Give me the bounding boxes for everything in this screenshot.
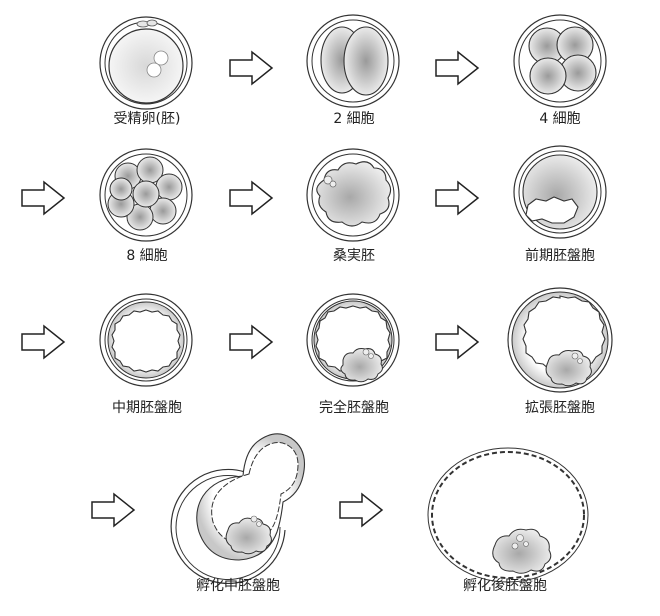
stage-label-full-blastocyst: 完全胚盤胞 <box>319 400 389 416</box>
stage-4-cell <box>513 14 607 108</box>
arrow-right-icon <box>435 180 480 216</box>
arrow-right-icon <box>339 492 384 528</box>
stage-label-fertilized-egg: 受精卵(胚) <box>113 111 181 127</box>
stage-label-mid-blastocyst: 中期胚盤胞 <box>112 400 182 416</box>
stage-2-cell <box>306 14 400 108</box>
arrow-right-icon <box>229 324 274 360</box>
stage-label-2-cell: 2 細胞 <box>333 111 375 127</box>
stage-expanded-blastocyst <box>507 287 613 393</box>
arrow-right-icon <box>435 324 480 360</box>
arrow-right-icon <box>435 50 480 86</box>
stage-label-expanded-blastocyst: 拡張胚盤胞 <box>525 400 595 416</box>
stage-label-4-cell: 4 細胞 <box>539 111 581 127</box>
stage-morula <box>306 148 400 242</box>
stage-early-blastocyst <box>513 145 607 239</box>
stage-8-cell <box>99 148 193 242</box>
stage-full-blastocyst <box>306 293 400 387</box>
arrow-right-icon <box>21 180 66 216</box>
stage-hatching-blastocyst <box>170 433 306 585</box>
stage-label-morula: 桑実胚 <box>333 248 375 264</box>
arrow-right-icon <box>229 50 274 86</box>
stage-label-hatched-blastocyst: 孵化後胚盤胞 <box>463 578 547 594</box>
stage-mid-blastocyst <box>99 293 193 387</box>
stage-label-hatching-blastocyst: 孵化中胚盤胞 <box>196 578 280 594</box>
arrow-right-icon <box>229 180 274 216</box>
arrow-right-icon <box>21 324 66 360</box>
arrow-right-icon <box>91 492 136 528</box>
stage-label-8-cell: 8 細胞 <box>126 248 168 264</box>
stage-label-early-blastocyst: 前期胚盤胞 <box>525 248 595 264</box>
stage-hatched-blastocyst <box>427 447 589 583</box>
stage-fertilized-egg <box>99 16 193 110</box>
